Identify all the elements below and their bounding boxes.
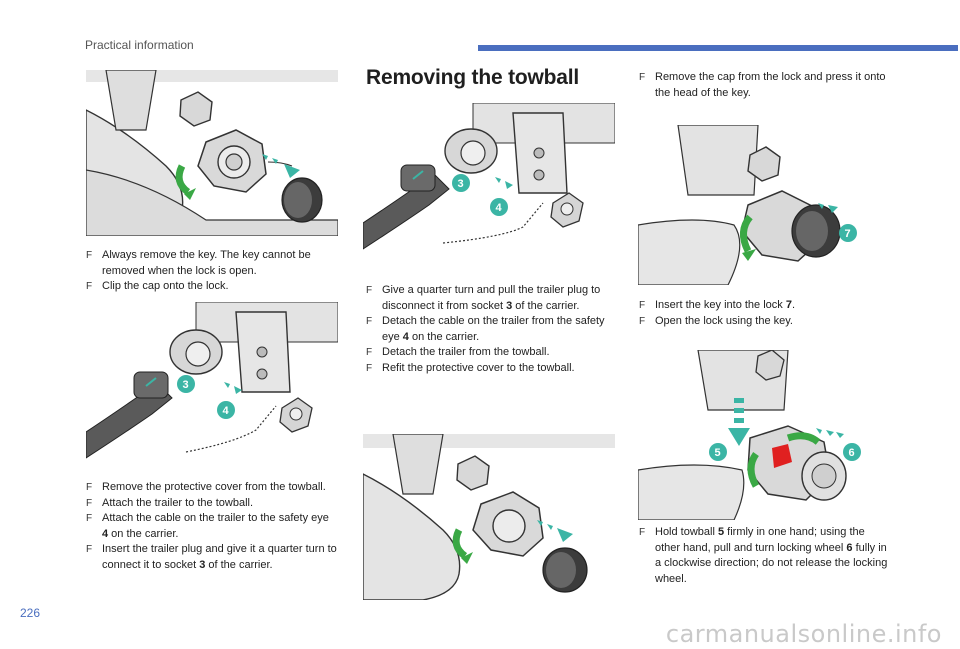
svg-text:7: 7 [845,228,851,240]
illustration-disconnect-plug: 3 4 [363,103,615,269]
bullet-icon: F [639,300,646,311]
page-title: Removing the towball [366,66,580,89]
svg-text:3: 3 [458,178,464,190]
bullet-icon: F [639,527,646,538]
svg-text:4: 4 [223,405,230,417]
bullet-icon: F [639,315,646,327]
svg-text:4: 4 [496,202,503,214]
bullet-icon: F [86,513,93,524]
bullet-icon: F [86,544,93,555]
header-accent-bar [478,45,958,51]
bullet-icon: F [639,72,646,83]
illustration-trailer-plug: 3 4 [86,302,338,468]
section-header: Practical information [85,38,194,52]
bullet-icon: F [366,285,373,296]
illustration-cap-on-lock [86,70,338,236]
svg-text:3: 3 [183,379,189,391]
svg-text:5: 5 [715,447,721,459]
illustration-locking-wheel: 5 6 [638,350,874,520]
bullet-icon: F [86,250,93,261]
watermark: carmanualsonline.info [665,620,942,648]
bullet-icon: F [366,316,373,327]
illustration-key-into-lock: 7 [638,125,874,285]
bullet-icon: F [86,281,93,292]
bullet-icon: F [366,347,373,358]
bullet-icon: F [86,482,93,493]
svg-text:6: 6 [849,447,855,459]
illustration-refit-cover [363,434,615,600]
bullet-icon: F [86,497,93,509]
page-number: 226 [20,606,41,620]
bullet-icon: F [366,362,373,374]
